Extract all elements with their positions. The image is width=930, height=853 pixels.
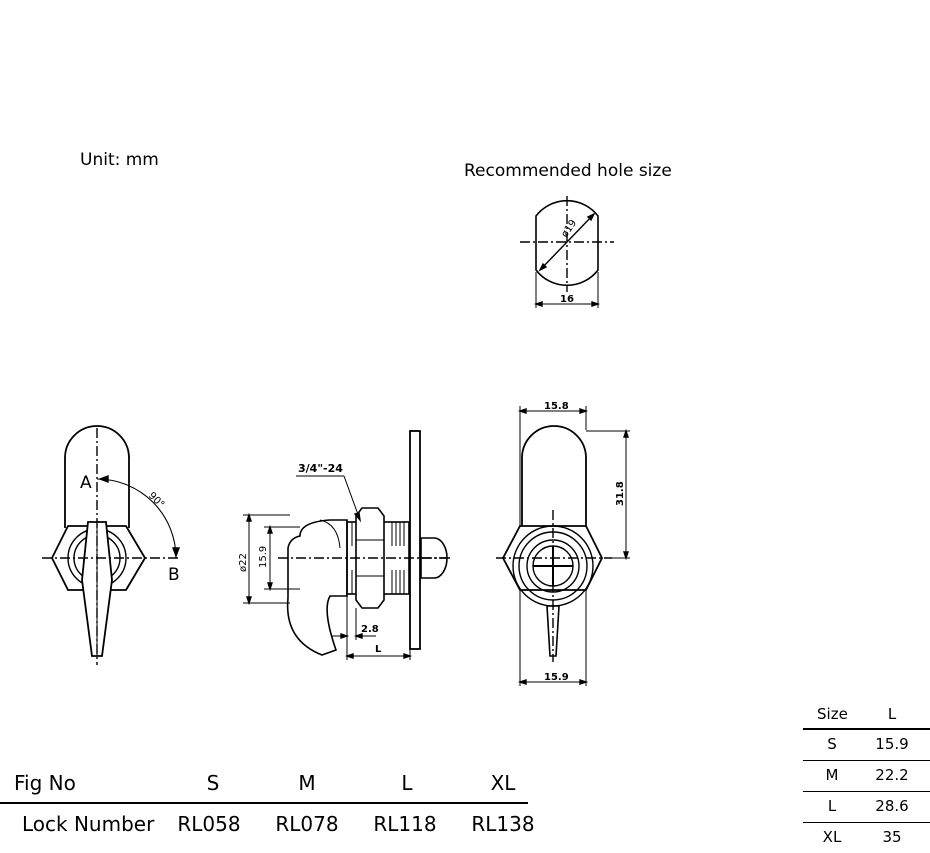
size-cell: L	[827, 797, 837, 815]
length-l-label: L	[375, 644, 382, 655]
fig-size-cell: L	[401, 771, 413, 795]
rear-view: 15.8 31.8 15.9	[496, 401, 630, 686]
fig-size-cell: S	[206, 771, 220, 795]
lock-number-cell: RL078	[275, 812, 339, 836]
diameter-22-label: ø22	[238, 553, 249, 572]
position-b-label: B	[168, 565, 180, 585]
hole-view: ø19 16	[520, 196, 614, 308]
side-view: ø22 15.9 3/4"-24 2.8 L	[238, 430, 450, 660]
lock-number-label: Lock Number	[22, 812, 155, 836]
lock-table-header-row: Fig No S M L XL	[0, 768, 528, 804]
l-cell: 22.2	[875, 766, 909, 784]
table-row: M 22.2	[803, 761, 930, 792]
lock-number-table: Fig No S M L XL Lock Number RL058 RL078 …	[0, 768, 535, 838]
size-cell: S	[827, 735, 837, 753]
size-table-header: Size L	[803, 702, 930, 730]
l-cell: 15.9	[875, 735, 909, 753]
thread-size-label: 3/4"-24	[298, 462, 343, 475]
table-row: S 15.9	[803, 730, 930, 761]
size-header: Size	[817, 705, 848, 723]
height-31-8-label: 31.8	[615, 481, 626, 506]
front-view: A B 90°	[42, 425, 181, 665]
lock-number-cell: RL138	[471, 812, 535, 836]
size-table: Size L S 15.9 M 22.2 L 28.6 XL 35	[803, 702, 930, 853]
fig-size-cell: M	[298, 771, 316, 795]
top-width-label: 15.8	[544, 401, 569, 412]
offset-2-8-label: 2.8	[361, 624, 379, 635]
lock-number-cell: RL058	[177, 812, 241, 836]
angle-label: 90°	[146, 490, 166, 510]
fig-no-label: Fig No	[14, 771, 76, 795]
hole-size-title: Recommended hole size	[464, 161, 672, 181]
l-header: L	[887, 705, 897, 723]
lock-number-cell: RL118	[373, 812, 437, 836]
l-cell: 35	[882, 828, 902, 846]
lock-table-body-row: Lock Number RL058 RL078 RL118 RL138	[0, 804, 535, 838]
size-cell: XL	[822, 828, 842, 846]
unit-label: Unit: mm	[80, 150, 159, 170]
table-row: XL 35	[803, 823, 930, 853]
bottom-width-label: 15.9	[544, 672, 569, 683]
l-cell: 28.6	[875, 797, 909, 815]
table-row: L 28.6	[803, 792, 930, 823]
size-cell: M	[825, 766, 839, 784]
height-15-9-label: 15.9	[258, 546, 269, 568]
fig-size-cell: XL	[490, 771, 516, 795]
hole-width-label: 16	[560, 294, 574, 305]
hole-diameter-label: ø19	[559, 218, 579, 240]
position-a-label: A	[80, 473, 92, 493]
